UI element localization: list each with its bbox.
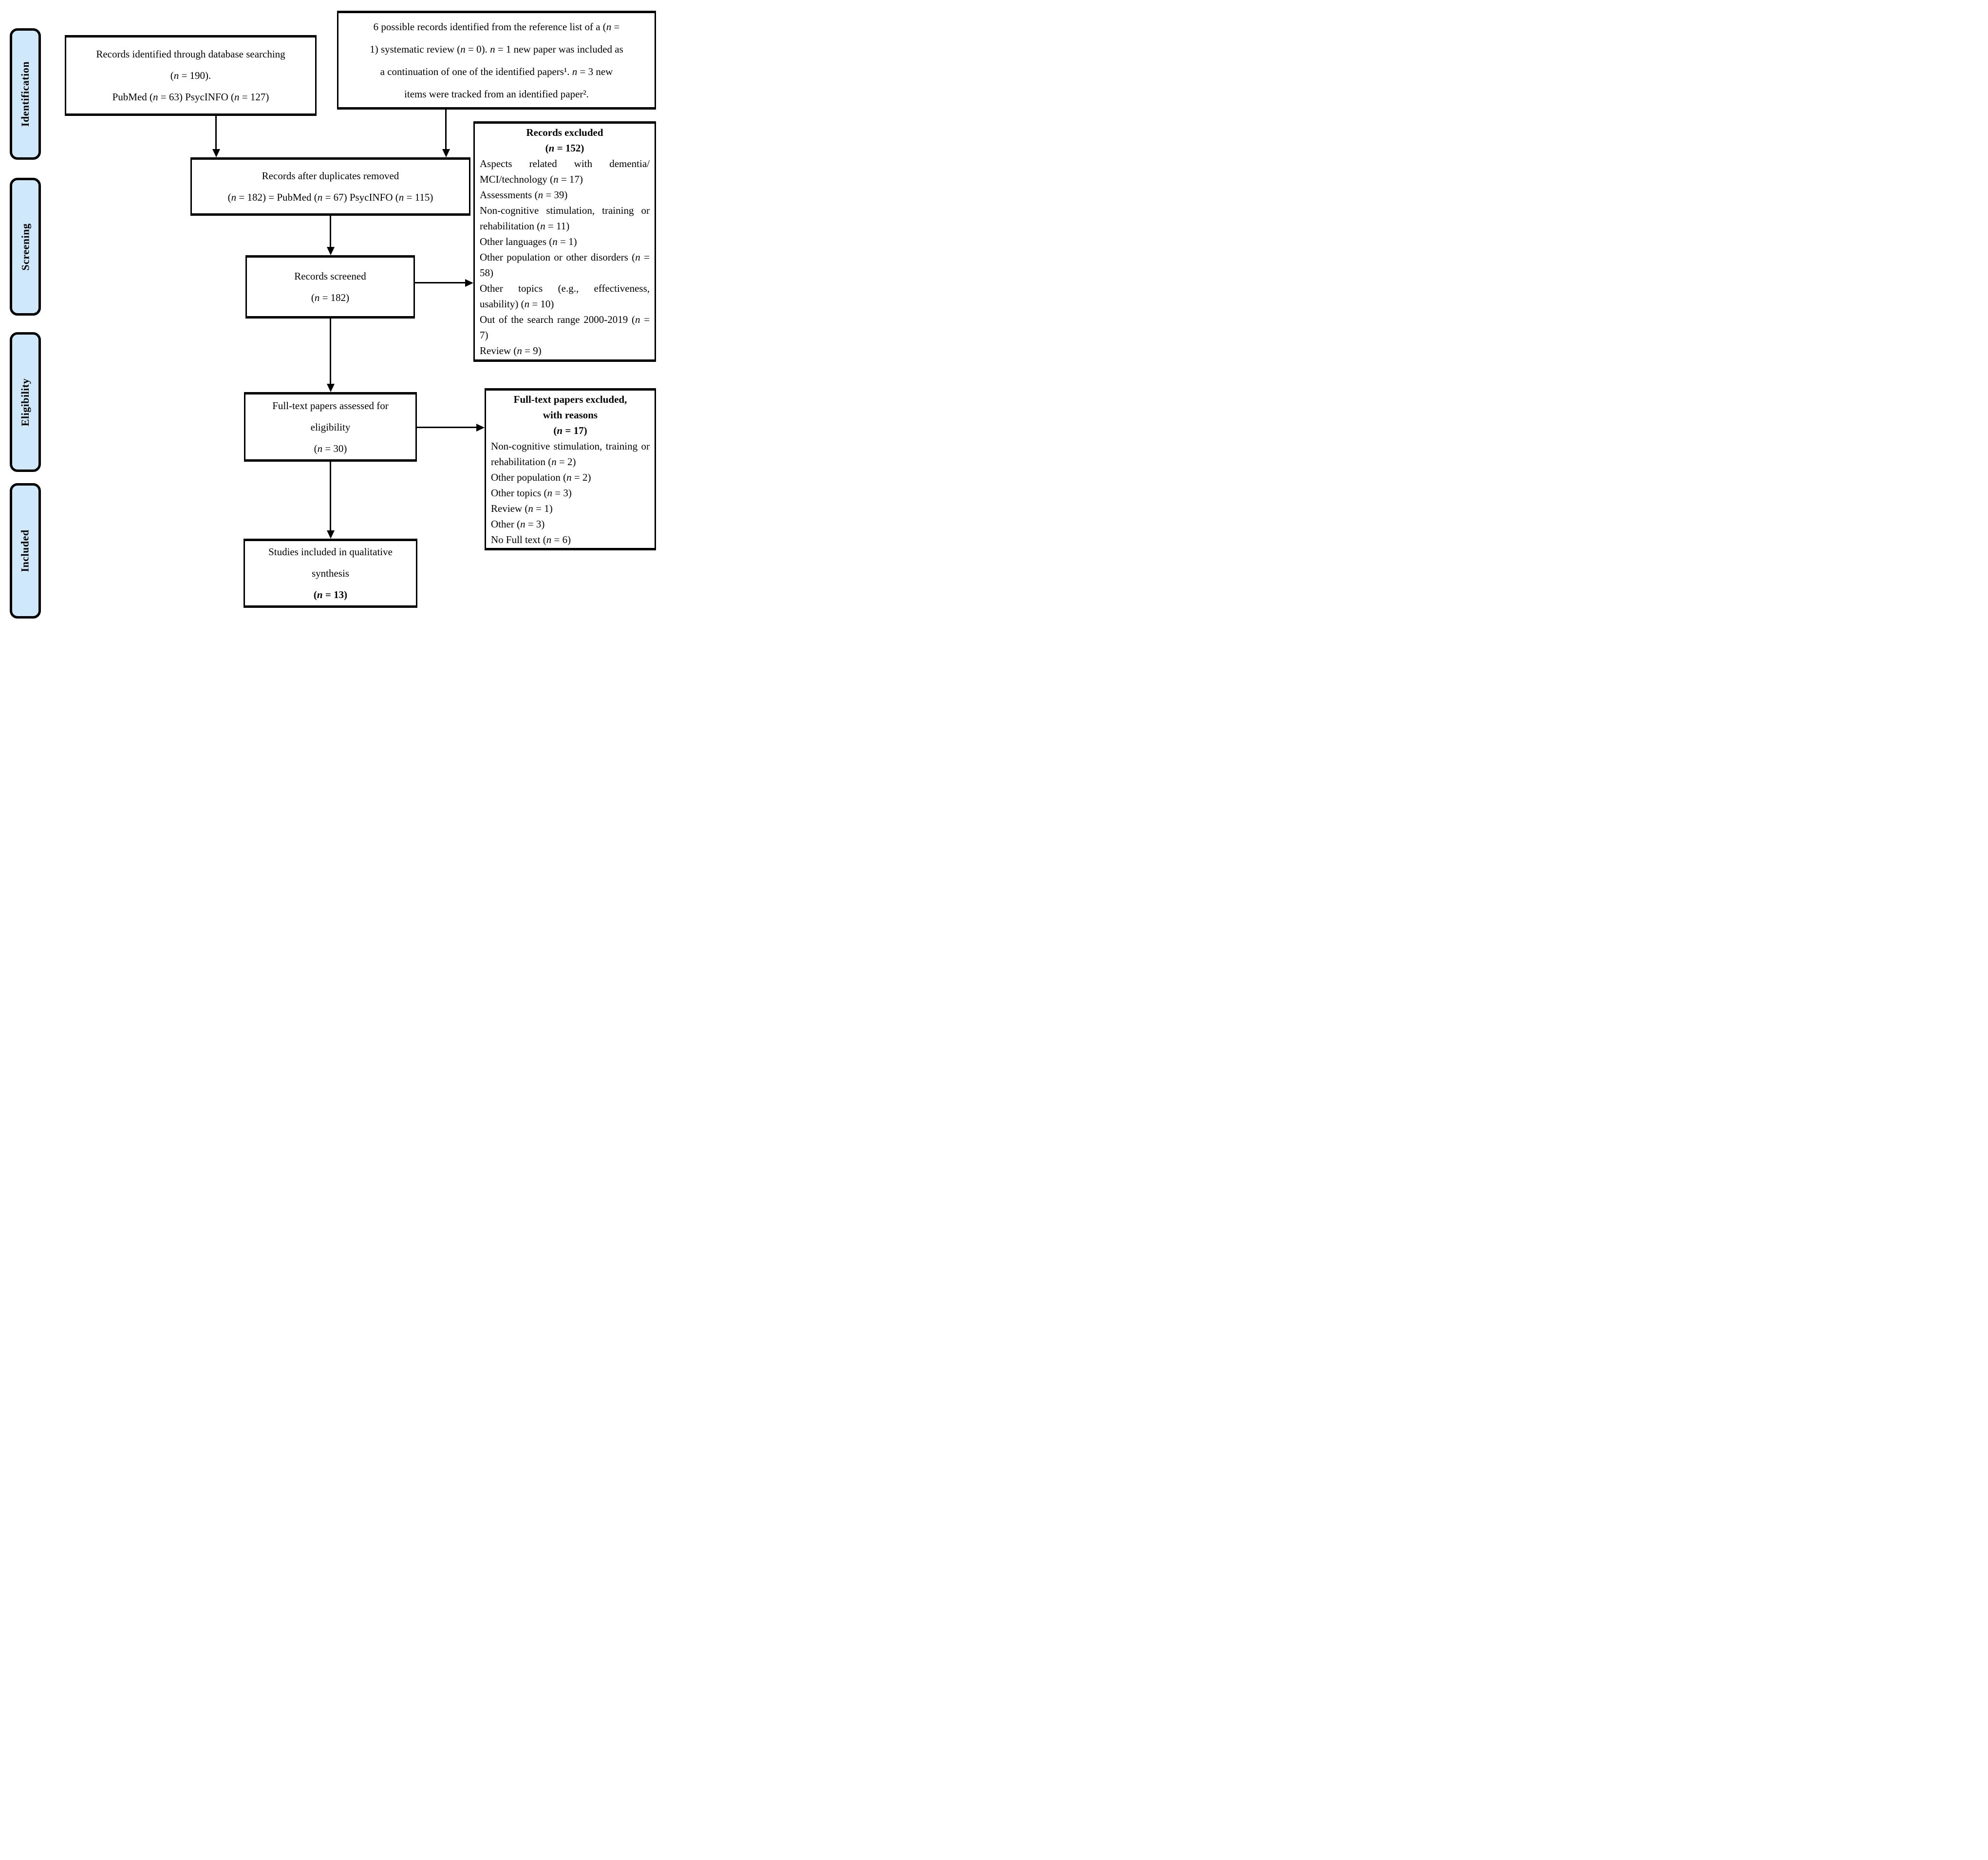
box-duplicates-removed: Records after duplicates removed (n = 182… <box>190 157 470 216</box>
text-line: Out of the search range 2000-2019 (n = 7… <box>480 314 650 341</box>
arrow-screened-to-fulltext <box>326 319 335 392</box>
text-line: Other topics (e.g., effectiveness, usabi… <box>480 282 650 310</box>
arrow-fulltext-to-excluded <box>417 423 485 432</box>
text-line: (n = 152) <box>545 142 584 154</box>
text-line: a continuation of one of the identified … <box>380 65 613 77</box>
records-excluded-title: Records excluded (n = 152) <box>480 125 650 156</box>
stage-label-identification: Identification <box>10 28 41 160</box>
text-line: Review (n = 1) <box>491 503 553 514</box>
text-line: Other (n = 3) <box>491 518 545 530</box>
stage-label-text: Identification <box>19 61 31 127</box>
arrow-identified-to-duplicates <box>212 116 220 157</box>
text-line: PubMed (n = 63) PsycINFO (n = 127) <box>112 91 269 103</box>
text-line: with reasons <box>543 409 598 421</box>
text-line: (n = 17) <box>553 425 587 436</box>
text-line: Records excluded <box>526 127 603 138</box>
box-records-excluded: Records excluded (n = 152) Aspects relate… <box>473 121 656 362</box>
arrowhead-down-icon <box>326 530 335 539</box>
arrowhead-down-icon <box>326 247 335 255</box>
records-excluded-reasons: Aspects related with dementia/ MCI/techn… <box>480 156 650 358</box>
box-fulltext-excluded: Full-text papers excluded, with reasons (n… <box>485 388 656 550</box>
text-line: No Full text (n = 6) <box>491 534 571 545</box>
arrowhead-right-icon <box>476 423 485 432</box>
box-records-screened: Records screened (n = 182) <box>245 255 415 319</box>
fulltext-excluded-title: Full-text papers excluded, with reasons (n… <box>491 392 650 438</box>
arrow-duplicates-to-screened <box>326 216 335 255</box>
text-line: 6 possible records identified from the r… <box>373 20 620 33</box>
text-line: (n = 182) = PubMed (n = 67) PsycINFO (n … <box>227 191 433 203</box>
stage-label-text: Screening <box>19 223 32 270</box>
text-line: Non-cognitive stimulation, training or r… <box>491 440 650 468</box>
text-line: synthesis <box>311 567 349 579</box>
text-line: Records identified through database sear… <box>96 48 285 60</box>
text-line: Full-text papers assessed for <box>272 399 389 412</box>
arrowhead-right-icon <box>465 279 473 287</box>
text-line: 1) systematic review (n = 0). n = 1 new … <box>370 43 623 55</box>
text-line: Aspects related with dementia/ MCI/techn… <box>480 158 650 185</box>
arrow-fulltext-to-included <box>326 462 335 539</box>
box-fulltext-assessed: Full-text papers assessed for eligibility… <box>244 392 417 462</box>
stage-label-screening: Screening <box>10 178 41 316</box>
box-reference-records: 6 possible records identified from the r… <box>337 11 656 110</box>
text-line: Studies included in qualitative <box>268 546 393 558</box>
text-line: Records screened <box>294 270 366 282</box>
stage-label-text: Included <box>19 529 31 572</box>
text-line: Other population or other disorders (n =… <box>480 251 650 279</box>
text-line: (n = 30) <box>314 442 347 454</box>
text-line: Other topics (n = 3) <box>491 487 572 499</box>
arrowhead-down-icon <box>212 149 220 157</box>
arrow-screened-to-excluded <box>415 279 473 287</box>
stage-label-eligibility: Eligibility <box>10 332 41 472</box>
text-line: Review (n = 9) <box>480 345 542 357</box>
text-line: Full-text papers excluded, <box>513 394 627 405</box>
arrow-reference-to-duplicates <box>442 110 450 157</box>
arrowhead-down-icon <box>326 384 335 392</box>
prisma-flow-diagram: Identification Screening Eligibility Inc… <box>0 0 663 620</box>
text-line: items were tracked from an identified pa… <box>404 88 589 100</box>
box-studies-included: Studies included in qualitative synthesis… <box>244 539 417 608</box>
text-line: Non-cognitive stimulation, training or r… <box>480 205 650 232</box>
text-line: (n = 182) <box>311 292 350 303</box>
text-line: Assessments (n = 39) <box>480 189 568 201</box>
stage-label-included: Included <box>10 483 41 619</box>
text-line: (n = 190). <box>170 70 211 81</box>
box-records-identified: Records identified through database sear… <box>65 35 317 116</box>
text-line: eligibility <box>310 421 351 433</box>
text-line: Other population (n = 2) <box>491 471 591 483</box>
arrowhead-down-icon <box>442 149 450 157</box>
stage-label-text: Eligibility <box>19 378 32 426</box>
text-line: Other languages (n = 1) <box>480 236 577 247</box>
text-line: Records after duplicates removed <box>262 170 399 182</box>
fulltext-excluded-reasons: Non-cognitive stimulation, training or r… <box>491 438 650 547</box>
text-line: (n = 13) <box>313 589 348 601</box>
